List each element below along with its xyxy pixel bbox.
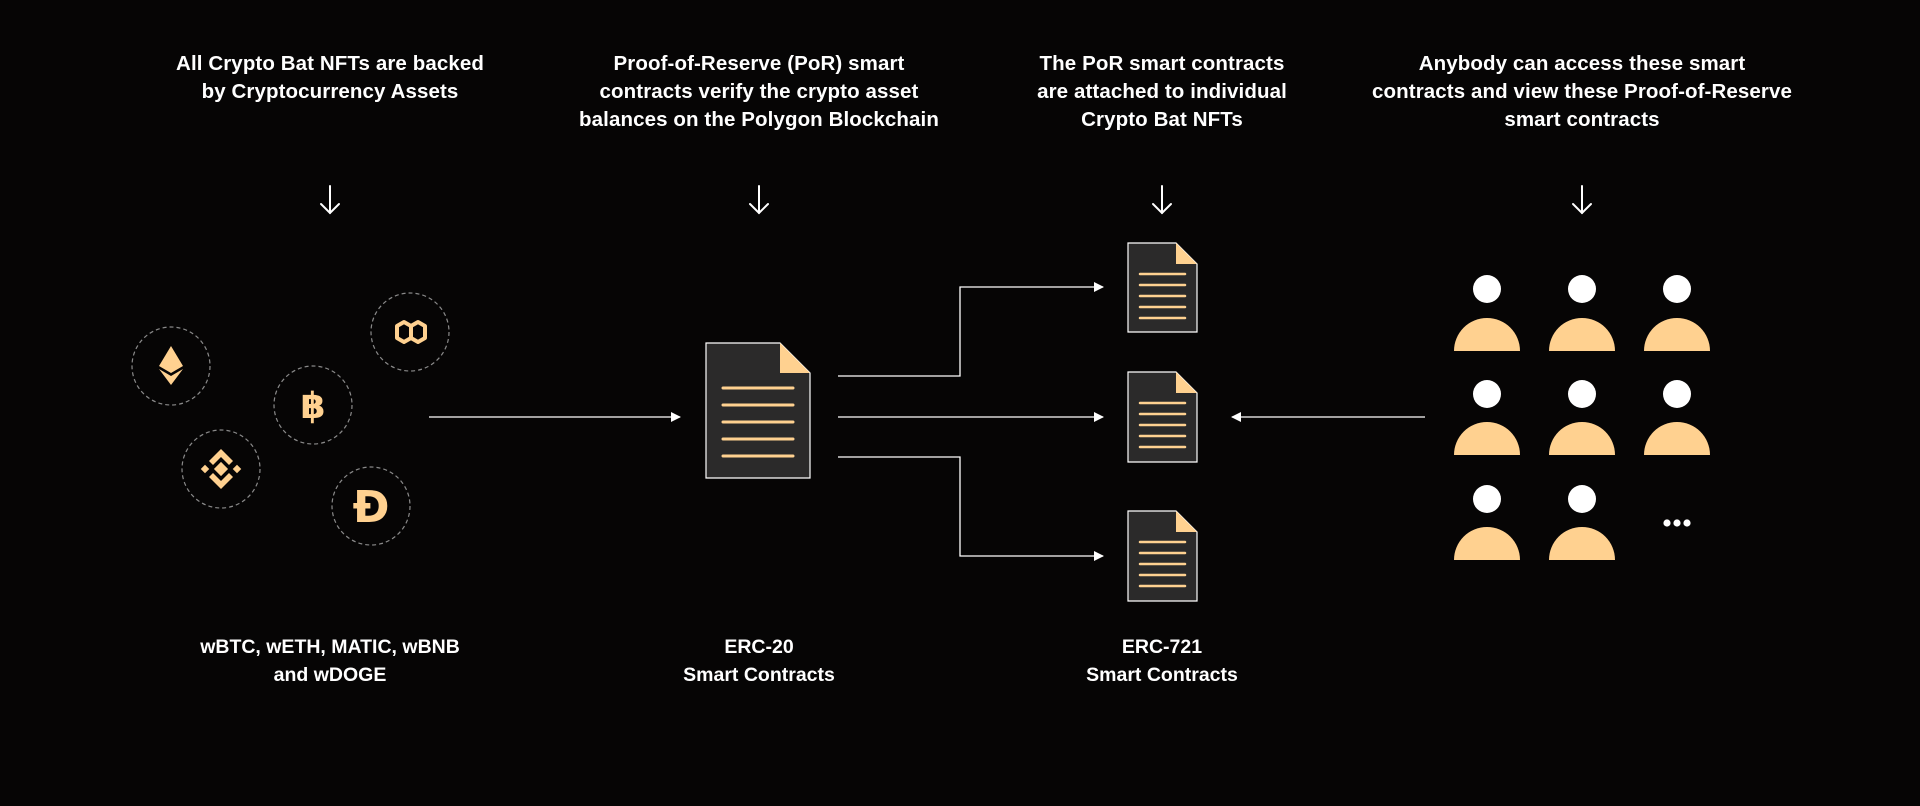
user-icon (1454, 485, 1520, 560)
step-4-caption: Anybody can access these smart contracts… (1372, 50, 1792, 134)
step-3-caption: The PoR smart contracts are attached to … (1037, 50, 1287, 134)
step-2-caption: Proof-of-Reserve (PoR) smart contracts v… (579, 50, 939, 134)
bitcoin-icon: ฿ (300, 386, 325, 427)
down-arrow-icon (320, 185, 340, 215)
erc721-label: ERC-721 Smart Contracts (1086, 633, 1238, 689)
down-arrow-icon (749, 185, 769, 215)
coin-bitcoin: ฿ (273, 365, 353, 445)
caption-line: balances on the Polygon Blockchain (579, 108, 939, 131)
user-icon (1549, 485, 1615, 560)
caption-line: All Crypto Bat NFTs are backed (176, 52, 484, 75)
coin-ethereum (131, 326, 211, 406)
erc721-document-icon (1127, 371, 1198, 463)
erc721-document-icon (1127, 510, 1198, 602)
coin-polygon (370, 292, 450, 372)
erc721-document-icon (1127, 242, 1198, 333)
assets-label: wBTC, wETH, MATIC, wBNB and wDOGE (200, 633, 460, 689)
label-line: wBTC, wETH, MATIC, wBNB (200, 636, 460, 658)
connector-arrow (838, 456, 1104, 561)
caption-line: by Cryptocurrency Assets (201, 80, 459, 103)
caption-line: Crypto Bat NFTs (1081, 108, 1243, 131)
user-icon (1644, 380, 1710, 455)
step-1-caption: All Crypto Bat NFTs are backed by Crypto… (176, 50, 484, 106)
user-icon (1454, 380, 1520, 455)
binance-icon (200, 449, 242, 489)
ethereum-icon (159, 346, 183, 385)
caption-line: contracts verify the crypto asset (599, 80, 919, 103)
caption-line: are attached to individual (1037, 80, 1287, 103)
dogecoin-icon: Ɖ (353, 482, 390, 533)
caption-line: Anybody can access these smart (1418, 52, 1746, 75)
users-grid (1454, 275, 1710, 560)
more-users-ellipsis (1663, 519, 1691, 527)
user-icon (1549, 275, 1615, 351)
caption-line: smart contracts (1504, 108, 1660, 131)
user-icon (1644, 275, 1710, 351)
coin-binance (181, 429, 261, 509)
caption-line: contracts and view these Proof-of-Reserv… (1372, 80, 1792, 103)
user-icon (1454, 275, 1520, 351)
label-line: Smart Contracts (683, 664, 835, 686)
label-line: ERC-20 (724, 636, 794, 658)
down-arrow-icon (1572, 185, 1592, 215)
label-line: ERC-721 (1121, 636, 1203, 658)
caption-line: The PoR smart contracts (1039, 52, 1285, 75)
caption-line: Proof-of-Reserve (PoR) smart (613, 52, 905, 75)
down-arrow-icon (1152, 185, 1172, 215)
coin-dogecoin: Ɖ (331, 466, 411, 546)
erc20-label: ERC-20 Smart Contracts (683, 633, 835, 689)
connector-arrow (838, 282, 1104, 377)
label-line: and wDOGE (273, 664, 387, 686)
erc20-document-icon (705, 342, 811, 479)
user-icon (1549, 380, 1615, 455)
polygon-icon (395, 320, 427, 344)
label-line: Smart Contracts (1086, 664, 1238, 686)
